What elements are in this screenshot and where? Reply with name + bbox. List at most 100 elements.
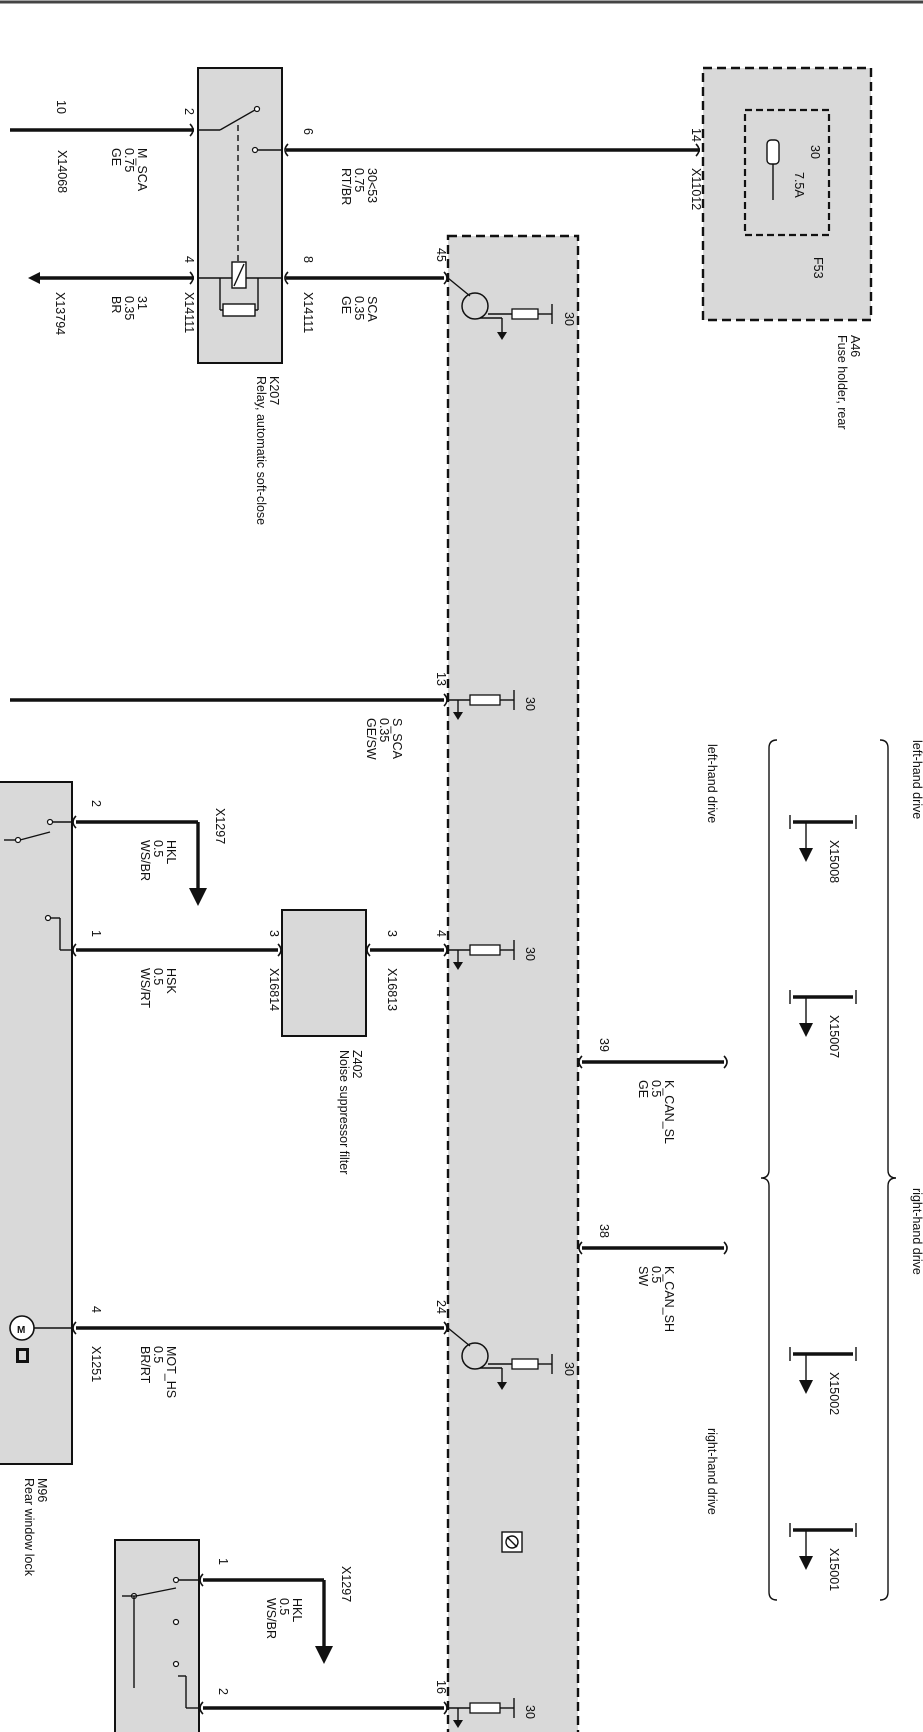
wire-hsk-signal: HSK [164, 968, 178, 994]
ground-arrow-left [28, 272, 40, 284]
connector-tick-k-can [578, 1055, 728, 1255]
wire-sca-size: 0.35 [352, 296, 366, 320]
noise-filter-z402-box [281, 909, 367, 1037]
connector-label-x16814: X16814 [267, 968, 281, 1011]
lhd-label: left-hand drive [705, 744, 719, 823]
motor-symbol-m96: M [9, 1315, 72, 1363]
relay-k207-name-label: Relay, automatic soft-close [254, 376, 268, 525]
pin-label-24: 24 [434, 1300, 448, 1314]
wire-hkl-1-signal: HKL [164, 840, 178, 864]
connector-label-x1297-1: X1297 [213, 808, 227, 844]
pin-label-4-k207: 4 [182, 256, 196, 263]
pin-label-3-z402-out: 3 [385, 930, 399, 937]
pin-label-1-m96: 1 [89, 930, 103, 937]
connector-ticks-k207 [189, 123, 700, 285]
rhd-label-right: right-hand drive [910, 1188, 923, 1275]
resistor-symbol-pin4 [448, 940, 515, 970]
lower-switch-symbols [122, 1576, 199, 1709]
connector-label-x14068: X14068 [55, 150, 69, 193]
wire-hkl-2-signal: HKL [290, 1598, 304, 1622]
rear-window-lock-switches [4, 818, 72, 951]
rear-window-lock-code-label: M96 [35, 1478, 49, 1502]
connector-label-x14111-right: X14111 [301, 292, 315, 333]
pin-label-10: 10 [54, 100, 68, 114]
lower-switch-box [114, 1539, 200, 1732]
wire-31-color: BR [109, 296, 123, 313]
connector-tick-hkl-1 [72, 815, 77, 829]
wire-hkl-1-arrow [189, 888, 207, 906]
fuse-f53-rating-label: 7.5A [792, 172, 806, 198]
module-icon-symbol [501, 1531, 523, 1553]
fuse-f53-box [743, 108, 831, 237]
connector-label-x15007: X15007 [827, 1015, 841, 1058]
wire-sca-signal: SCA [365, 296, 379, 322]
wire-30-53-color: RT/BR [339, 168, 353, 205]
svg-text:M: M [17, 1325, 25, 1336]
rear-window-lock-m96-box [0, 781, 73, 1465]
pin-label-13: 13 [434, 672, 448, 686]
connector-label-x15001: X15001 [827, 1548, 841, 1591]
connector-label-x1251: X1251 [89, 1346, 103, 1382]
pin-label-3-z402-in: 3 [267, 930, 281, 937]
pin-label-39: 39 [597, 1038, 611, 1052]
wire-k-can-sl-size: 0.5 [649, 1080, 663, 1097]
connector-ticks-pin16 [199, 1701, 448, 1715]
pin-label-6-k207: 6 [301, 128, 315, 135]
supply-30-label-pin13: 30 [523, 697, 537, 711]
wire-s-sca-color: GE/SW [364, 718, 378, 760]
connector-x15007-symbol [789, 990, 857, 1037]
fuse-holder-a46-code-label: A46 [848, 335, 862, 357]
relay-k207-box [197, 67, 283, 364]
pin-label-2-m96: 2 [89, 800, 103, 807]
connector-label-x11012: X11012 [689, 168, 703, 210]
transistor-symbol-pin24 [447, 1327, 553, 1390]
pin-label-2-k207: 2 [182, 108, 196, 115]
wire-mot-hs-signal: MOT_HS [164, 1346, 178, 1398]
wire-k-can-sl-color: GE [636, 1080, 650, 1098]
pin-label-2-lower: 2 [216, 1688, 230, 1695]
supply-30-label-pin45: 30 [562, 312, 576, 326]
wire-m-sca-signal: M_SCA [135, 148, 149, 192]
pin-label-1-lower: 1 [216, 1558, 230, 1565]
transistor-symbol-pin45 [447, 277, 553, 340]
pin-label-4-m96: 4 [89, 1306, 103, 1313]
wire-hsk-color: WS/RT [138, 968, 152, 1008]
fuse-f53-symbol [766, 139, 780, 200]
resistor-symbol-pin16 [448, 1698, 515, 1728]
pin-label-45: 45 [434, 248, 448, 262]
pin-label-4-module: 4 [434, 930, 448, 937]
fuse-holder-a46-name-label: Fuse holder, rear [835, 335, 849, 430]
relay-k207-coil-symbol [198, 261, 282, 317]
wire-31-signal: 31 [135, 296, 149, 310]
supply-30-label-pin4: 30 [523, 947, 537, 961]
lhd-label-top: left-hand drive [910, 740, 923, 819]
wire-s-sca-size: 0.35 [377, 718, 391, 742]
fuse-f53-pin-label: 30 [808, 145, 822, 159]
wire-mot-hs-color: BR/RT [138, 1346, 152, 1384]
pin-label-14: 14 [689, 128, 703, 142]
wire-k-can-sh-size: 0.5 [649, 1266, 663, 1283]
wire-k-can-sl-signal: K_CAN_SL [662, 1080, 676, 1144]
wire-m-sca-color: GE [109, 148, 123, 166]
connector-x15008-symbol [789, 815, 857, 862]
pin-label-8-k207: 8 [301, 256, 315, 263]
wire-m-sca-size: 0.75 [122, 148, 136, 172]
connector-label-x13794: X13794 [53, 292, 67, 335]
supply-30-label-pin16: 30 [523, 1705, 537, 1719]
rear-window-lock-name-label: Rear window lock [22, 1478, 36, 1577]
wire-hkl-2-arrow [315, 1646, 333, 1664]
wire-30-53-size: 0.75 [352, 168, 366, 192]
rhd-bracket [879, 739, 897, 1601]
wire-30-53-signal: 30<53 [365, 168, 379, 203]
wire-hkl-1-size: 0.5 [151, 840, 165, 857]
connector-x15001-symbol [789, 1523, 857, 1570]
connector-x15002-symbol [789, 1347, 857, 1394]
wire-hkl-2-color: WS/BR [264, 1598, 278, 1639]
control-module-box [446, 234, 580, 1732]
noise-filter-z402-name-label: Noise suppressor filter [337, 1050, 351, 1174]
connector-label-x1297-2: X1297 [339, 1566, 353, 1602]
connector-ticks-mot-hs [72, 1321, 448, 1335]
wire-sca-color: GE [339, 296, 353, 314]
wire-mot-hs-size: 0.5 [151, 1346, 165, 1363]
